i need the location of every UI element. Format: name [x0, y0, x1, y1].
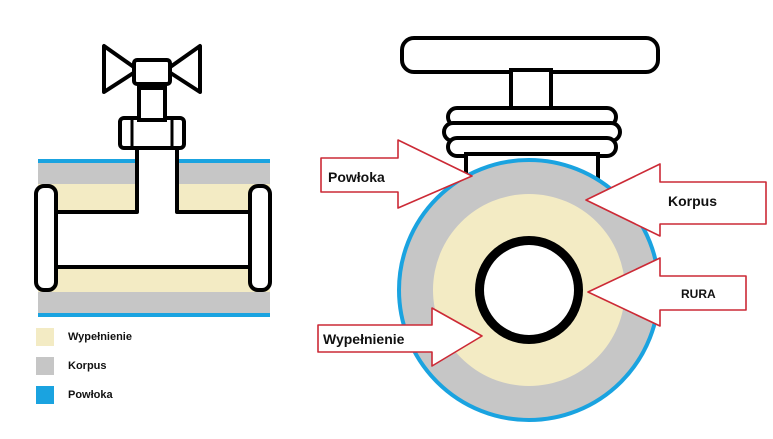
label-coating: Powłoka — [328, 169, 385, 185]
legend-swatch — [36, 357, 54, 375]
label-pipe: RURA — [681, 287, 716, 301]
arrow-pipe — [587, 257, 747, 327]
label-body: Korpus — [668, 193, 717, 209]
legend-label: Korpus — [68, 360, 107, 372]
legend-swatch — [36, 328, 54, 346]
legend: Wypełnienie Korpus Powłoka — [36, 328, 132, 415]
side-pipe-tee — [50, 136, 254, 269]
cross-stem — [509, 68, 553, 112]
label-filling: Wypełnienie — [323, 331, 405, 347]
cross-handle-bar — [400, 36, 660, 74]
legend-label: Wypełnienie — [68, 331, 132, 343]
side-stem-nut — [118, 116, 186, 150]
side-flange-right — [248, 184, 272, 292]
butterfly-handle-icon — [102, 44, 202, 94]
legend-item-coating: Powłoka — [36, 386, 132, 404]
callout-arrows — [317, 139, 767, 367]
side-stem — [137, 86, 167, 122]
side-flange-left — [34, 184, 58, 292]
legend-item-body: Korpus — [36, 357, 132, 375]
arrow-body — [585, 163, 767, 237]
legend-item-filling: Wypełnienie — [36, 328, 132, 346]
legend-label: Powłoka — [68, 389, 113, 401]
cross-bore — [484, 245, 574, 335]
legend-swatch — [36, 386, 54, 404]
valve-cross-section — [397, 36, 661, 422]
arrow-filling — [317, 307, 483, 367]
valve-side-view — [34, 44, 272, 317]
arrow-coating — [320, 139, 473, 209]
